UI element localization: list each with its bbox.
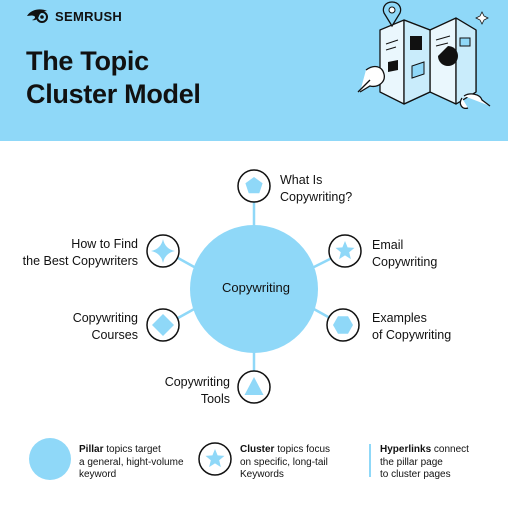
legend-text-line: a general, hight-volume — [79, 456, 184, 468]
legend-text-line: on specific, long-tail — [240, 456, 328, 468]
brand-logo[interactable]: SEMRUSH — [26, 8, 122, 24]
legend-cluster-text: Cluster topics focus on specific, long-t… — [240, 444, 330, 482]
legend-hyperlinks-term: Hyperlinks — [380, 444, 432, 455]
cluster-label-tools[interactable]: Copywriting Tools — [120, 374, 230, 408]
cluster-label-line: the Best Copywriters — [22, 254, 138, 268]
legend-pillar-icon — [29, 438, 71, 480]
hexagon-icon — [333, 316, 353, 334]
cluster-label-line: Copywriting — [164, 375, 230, 389]
legend-text-line: topics focus — [274, 444, 331, 455]
pillar-circle — [190, 225, 318, 353]
title-line-1: The Topic — [26, 46, 149, 76]
legend-star-icon — [205, 449, 225, 468]
link-line-courses — [176, 306, 198, 320]
legend-pillar-text: Pillar topics target a general, hight-vo… — [79, 444, 184, 482]
cluster-label-line: Courses — [91, 328, 138, 342]
cluster-label-line: Copywriting — [372, 255, 438, 269]
legend-cluster-term: Cluster — [240, 444, 275, 455]
legend-text-line: to cluster pages — [380, 469, 451, 480]
legend-text-line: Keywords — [240, 469, 284, 480]
link-line-find — [176, 256, 198, 270]
sparkle-icon — [151, 239, 175, 263]
cluster-label-line: Copywriting — [72, 311, 138, 325]
header-banner: SEMRUSH The Topic Cluster Model — [0, 0, 508, 141]
map-illustration — [357, 1, 491, 110]
cluster-label-line: Examples — [372, 311, 427, 325]
page-title: The Topic Cluster Model — [26, 45, 201, 111]
cluster-label-email[interactable]: Email Copywriting — [372, 237, 437, 271]
cluster-label-line: of Copywriting — [372, 328, 452, 342]
diamond-icon — [152, 314, 174, 336]
cluster-label-line: Copywriting? — [280, 190, 353, 204]
legend-text-line: the pillar page — [380, 456, 443, 468]
legend-hyperlinks-text: Hyperlinks connect the pillar page to cl… — [380, 444, 469, 482]
semrush-flame-icon — [27, 9, 48, 23]
cluster-label-line: Tools — [200, 392, 230, 406]
location-pin-icon — [382, 1, 402, 28]
pentagon-icon — [245, 177, 263, 194]
legend-text-line: topics target — [103, 444, 161, 455]
legend-text-line: keyword — [79, 469, 117, 480]
triangle-icon — [244, 377, 264, 395]
cluster-label-line: How to Find — [71, 237, 138, 251]
title-line-2: Cluster Model — [26, 79, 201, 109]
brand-name: SEMRUSH — [55, 8, 123, 24]
cluster-label-courses[interactable]: Copywriting Courses — [30, 310, 138, 344]
cluster-label-line: Email — [372, 238, 404, 252]
pillar-label: Copywriting — [222, 280, 290, 295]
link-line-examples — [310, 306, 332, 320]
cluster-label-examples[interactable]: Examples of Copywriting — [372, 310, 451, 344]
legend-hyperlink-bar — [369, 444, 371, 477]
cluster-label-what-is[interactable]: What Is Copywriting? — [280, 172, 352, 206]
star-icon — [335, 241, 355, 260]
legend-pillar-term: Pillar — [79, 444, 104, 455]
link-line-email — [310, 256, 334, 270]
legend-text-line: connect — [431, 444, 469, 455]
cluster-label-line: What Is — [280, 173, 323, 187]
cluster-label-find[interactable]: How to Find the Best Copywriters — [8, 236, 138, 270]
